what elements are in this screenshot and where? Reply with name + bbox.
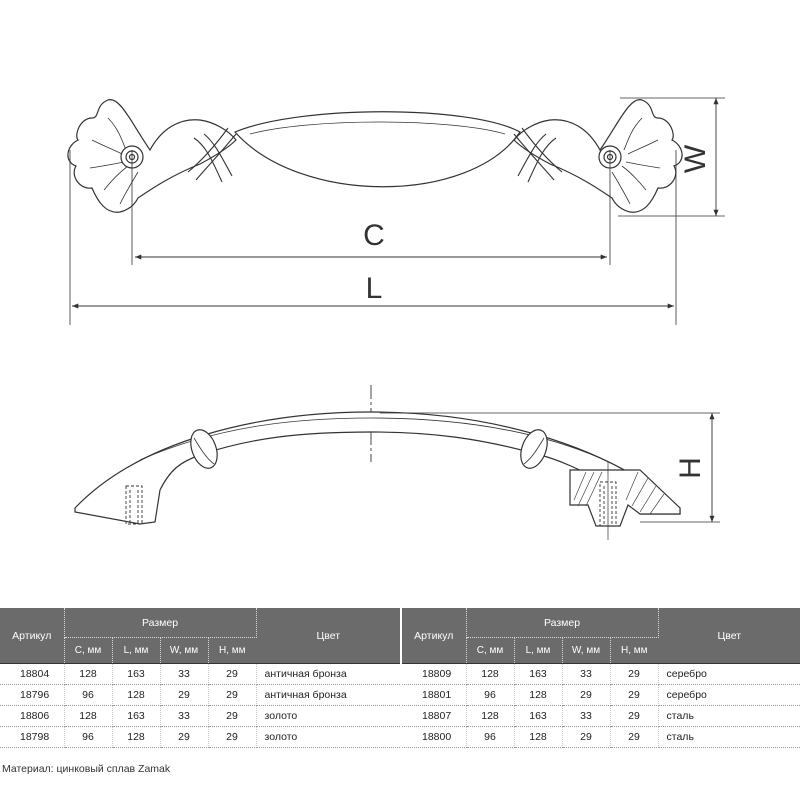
c-cell: 128 bbox=[466, 663, 515, 685]
l-cell: 128 bbox=[112, 684, 161, 706]
w-cell: 29 bbox=[160, 684, 209, 706]
spec-table-right: Артикул Размер Цвет C, мм L, мм W, мм H,… bbox=[402, 608, 800, 748]
c-cell: 128 bbox=[466, 705, 515, 727]
right-end-ornament bbox=[513, 99, 683, 213]
table-row: 18806 128 163 33 29 золото bbox=[0, 705, 401, 727]
technical-drawing: W C L bbox=[67, 97, 725, 540]
w-cell: 29 bbox=[562, 726, 611, 748]
color-cell: античная бронза bbox=[256, 684, 401, 706]
right-section-hatched bbox=[569, 462, 681, 540]
header-c: C, мм bbox=[466, 637, 515, 664]
c-cell: 96 bbox=[466, 684, 515, 706]
l-cell: 163 bbox=[514, 705, 563, 727]
dimension-label-w: W bbox=[679, 144, 712, 173]
side-view bbox=[74, 385, 720, 540]
l-cell: 128 bbox=[514, 726, 563, 748]
table-divider bbox=[400, 608, 403, 754]
article-cell: 18809 bbox=[402, 663, 467, 685]
table-row: 18796 96 128 29 29 античная бронза bbox=[0, 684, 401, 706]
w-cell: 29 bbox=[562, 684, 611, 706]
w-cell: 33 bbox=[160, 705, 209, 727]
color-cell: сталь bbox=[658, 705, 800, 727]
c-cell: 96 bbox=[64, 684, 113, 706]
header-h: H, мм bbox=[208, 637, 257, 664]
l-cell: 163 bbox=[112, 705, 161, 727]
header-l: L, мм bbox=[514, 637, 563, 664]
color-cell: серебро bbox=[658, 684, 800, 706]
h-cell: 29 bbox=[208, 705, 257, 727]
header-size: Размер bbox=[64, 608, 257, 638]
header-l: L, мм bbox=[112, 637, 161, 664]
spec-table-left: Артикул Размер Цвет C, мм L, мм W, мм H,… bbox=[0, 608, 401, 748]
table-row: 18798 96 128 29 29 золото bbox=[0, 726, 401, 748]
table-row: 18800 96 128 29 29 сталь bbox=[402, 726, 800, 748]
header-size: Размер bbox=[466, 608, 659, 638]
header-article: Артикул bbox=[402, 608, 467, 664]
c-cell: 96 bbox=[466, 726, 515, 748]
c-cell: 128 bbox=[64, 705, 113, 727]
l-cell: 163 bbox=[112, 663, 161, 685]
header-color: Цвет bbox=[256, 608, 401, 664]
article-cell: 18801 bbox=[402, 684, 467, 706]
h-cell: 29 bbox=[610, 726, 659, 748]
article-cell: 18796 bbox=[0, 684, 65, 706]
h-cell: 29 bbox=[208, 684, 257, 706]
dimension-label-c: C bbox=[363, 219, 385, 252]
left-screw-hole bbox=[125, 485, 143, 525]
w-cell: 29 bbox=[160, 726, 209, 748]
l-cell: 128 bbox=[112, 726, 161, 748]
article-cell: 18800 bbox=[402, 726, 467, 748]
dimension-label-l: L bbox=[366, 272, 383, 305]
h-cell: 29 bbox=[610, 684, 659, 706]
left-end-ornament bbox=[67, 99, 237, 213]
material-note: Материал: цинковый сплав Zamak bbox=[2, 763, 171, 775]
article-cell: 18807 bbox=[402, 705, 467, 727]
table-row: 18807 128 163 33 29 сталь bbox=[402, 705, 800, 727]
color-cell: сталь bbox=[658, 726, 800, 748]
h-cell: 29 bbox=[208, 663, 257, 685]
dimension-label-h: H bbox=[674, 457, 707, 479]
color-cell: античная бронза bbox=[256, 663, 401, 685]
w-cell: 33 bbox=[160, 663, 209, 685]
header-h: H, мм bbox=[610, 637, 659, 664]
article-cell: 18806 bbox=[0, 705, 65, 727]
color-cell: серебро bbox=[658, 663, 800, 685]
color-cell: золото bbox=[256, 705, 401, 727]
w-cell: 33 bbox=[562, 663, 611, 685]
h-cell: 29 bbox=[610, 705, 659, 727]
handle-body-outline bbox=[233, 111, 521, 188]
l-cell: 128 bbox=[514, 684, 563, 706]
table-row: 18809 128 163 33 29 серебро bbox=[402, 663, 800, 685]
table-row: 18804 128 163 33 29 античная бронза bbox=[0, 663, 401, 685]
l-cell: 163 bbox=[514, 663, 563, 685]
header-w: W, мм bbox=[160, 637, 209, 664]
header-color: Цвет bbox=[658, 608, 800, 664]
color-cell: золото bbox=[256, 726, 401, 748]
article-cell: 18798 bbox=[0, 726, 65, 748]
article-cell: 18804 bbox=[0, 663, 65, 685]
header-c: C, мм bbox=[64, 637, 113, 664]
c-cell: 96 bbox=[64, 726, 113, 748]
header-article: Артикул bbox=[0, 608, 65, 664]
w-cell: 33 bbox=[562, 705, 611, 727]
table-row: 18801 96 128 29 29 серебро bbox=[402, 684, 800, 706]
h-cell: 29 bbox=[610, 663, 659, 685]
h-cell: 29 bbox=[208, 726, 257, 748]
top-view bbox=[67, 97, 725, 325]
c-cell: 128 bbox=[64, 663, 113, 685]
header-w: W, мм bbox=[562, 637, 611, 664]
